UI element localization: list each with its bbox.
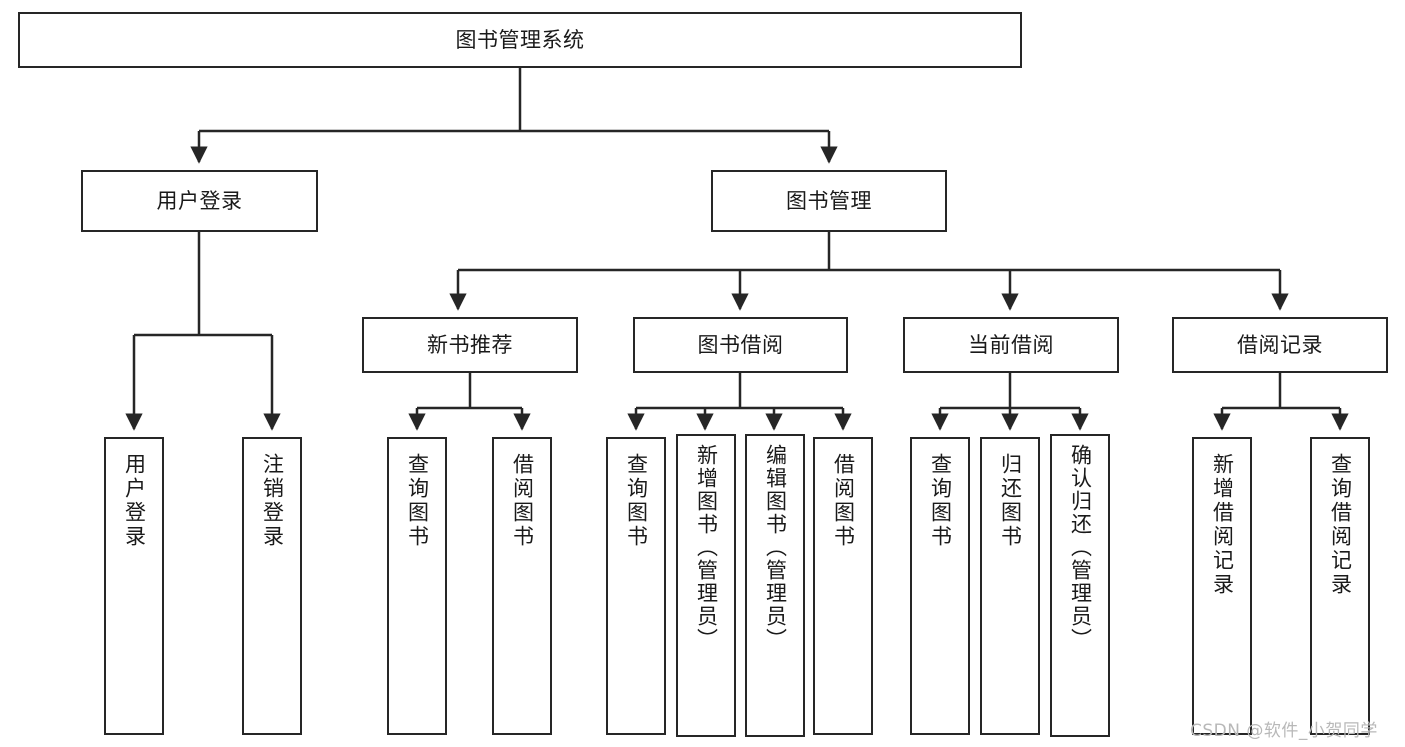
csdn-watermark: CSDN @软件_小贺同学 (1190, 721, 1378, 741)
node-book-borrow[interactable]: 图书借阅 (633, 317, 848, 373)
node-leaf-add-book-label: 新增图书（管理员） (694, 444, 719, 651)
node-leaf-logout-login[interactable]: 注销登录 (242, 437, 302, 735)
node-leaf-borrow-book-1-label: 借阅图书 (510, 453, 535, 549)
node-leaf-borrow-book-2[interactable]: 借阅图书 (813, 437, 873, 735)
node-leaf-query-book-1[interactable]: 查询图书 (387, 437, 447, 735)
node-leaf-query-record-label: 查询借阅记录 (1328, 453, 1353, 597)
node-leaf-add-record[interactable]: 新增借阅记录 (1192, 437, 1252, 735)
node-current-borrow-label: 当前借阅 (968, 332, 1054, 357)
node-leaf-query-book-1-label: 查询图书 (405, 453, 430, 549)
node-leaf-edit-book-label: 编辑图书（管理员） (763, 444, 788, 651)
node-leaf-query-record[interactable]: 查询借阅记录 (1310, 437, 1370, 735)
node-user-login[interactable]: 用户登录 (81, 170, 318, 232)
node-leaf-user-login[interactable]: 用户登录 (104, 437, 164, 735)
node-leaf-confirm-return-label: 确认归还（管理员） (1068, 444, 1093, 651)
node-root-label: 图书管理系统 (455, 27, 585, 52)
node-leaf-logout-login-label: 注销登录 (260, 453, 285, 549)
node-leaf-query-book-2-label: 查询图书 (624, 453, 649, 549)
node-book-borrow-label: 图书借阅 (697, 332, 784, 357)
node-borrow-record-label: 借阅记录 (1237, 332, 1323, 357)
node-book-manage-label: 图书管理 (786, 188, 872, 213)
node-current-borrow[interactable]: 当前借阅 (903, 317, 1119, 373)
node-new-book-recommend[interactable]: 新书推荐 (362, 317, 578, 373)
node-leaf-query-book-3-label: 查询图书 (928, 453, 953, 549)
node-leaf-user-login-label: 用户登录 (122, 453, 147, 549)
node-leaf-edit-book[interactable]: 编辑图书（管理员） (745, 434, 805, 737)
node-leaf-query-book-3[interactable]: 查询图书 (910, 437, 970, 735)
node-leaf-return-book-label: 归还图书 (998, 453, 1023, 549)
node-leaf-borrow-book-2-label: 借阅图书 (831, 453, 856, 549)
node-leaf-query-book-2[interactable]: 查询图书 (606, 437, 666, 735)
node-leaf-return-book[interactable]: 归还图书 (980, 437, 1040, 735)
node-new-book-recommend-label: 新书推荐 (427, 332, 513, 357)
node-leaf-confirm-return[interactable]: 确认归还（管理员） (1050, 434, 1110, 737)
node-borrow-record[interactable]: 借阅记录 (1172, 317, 1388, 373)
node-root[interactable]: 图书管理系统 (18, 12, 1022, 68)
node-book-manage[interactable]: 图书管理 (711, 170, 947, 232)
node-leaf-borrow-book-1[interactable]: 借阅图书 (492, 437, 552, 735)
node-user-login-label: 用户登录 (156, 188, 243, 213)
node-leaf-add-record-label: 新增借阅记录 (1210, 453, 1235, 597)
node-leaf-add-book[interactable]: 新增图书（管理员） (676, 434, 736, 737)
